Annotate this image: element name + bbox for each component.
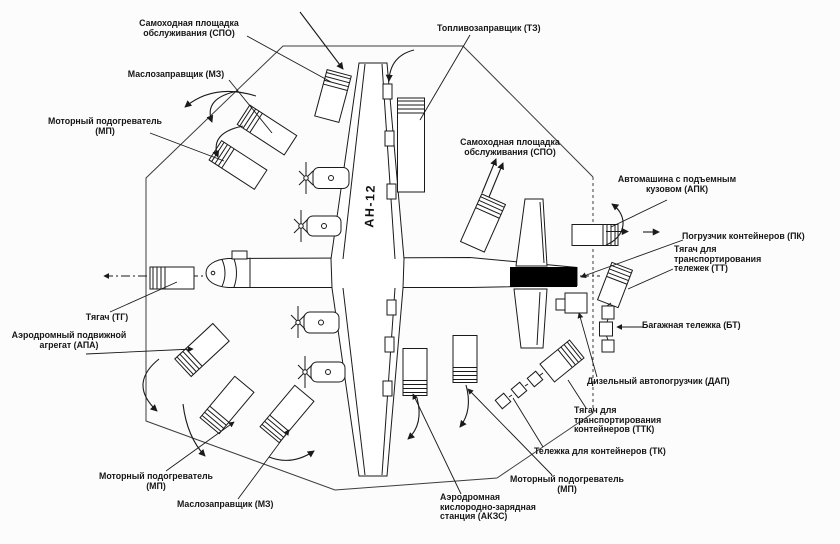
label-pk: Погрузчик контейнеров (ПК) <box>682 231 805 241</box>
label-spo-mid: Самоходная площадка обслуживания (СПО) <box>460 137 560 157</box>
label-dap: Дизельный автопогрузчик (ДАП) <box>587 376 730 386</box>
cargo-block <box>510 267 577 287</box>
fuselage-hatch <box>231 250 248 260</box>
elevator-line <box>539 201 545 264</box>
apa-ground-power-unit <box>174 322 230 378</box>
wing-spar-line <box>342 63 366 260</box>
label-mp-bottom-right: Моторный подогреватель (МП) <box>510 474 624 494</box>
fuel-truck-tz <box>397 97 425 193</box>
tractor-ttk <box>539 339 585 383</box>
heater-truck-mp-bottom <box>452 335 478 383</box>
label-mz-top: Маслозаправщик (МЗ) <box>127 69 225 79</box>
heater-truck-mp-top <box>208 139 268 191</box>
wing <box>330 62 405 477</box>
service-zone-boundary <box>145 45 594 491</box>
label-mp-left: Моторный подогреватель (МП) <box>48 116 162 136</box>
engine-nacelle-1 <box>298 162 350 194</box>
flap-fairing <box>384 336 395 353</box>
label-apa: Аэродромный подвижной агрегат (АПА) <box>11 330 127 350</box>
oil-truck-mz-bottom <box>259 384 315 444</box>
wing-spar-line <box>342 287 366 476</box>
tow-tractor-tg <box>149 266 195 290</box>
engine-nacelle-4 <box>297 356 346 388</box>
stabilizer-lower <box>513 288 548 349</box>
baggage-carts-bt <box>599 302 615 353</box>
label-tt: Тягач для транспортирования тележек (ТТ) <box>674 244 762 273</box>
ground-vehicles <box>149 68 634 444</box>
leader-lines <box>85 34 684 500</box>
oxygen-truck-akzs <box>402 348 428 396</box>
tractor-tt <box>596 261 634 309</box>
elevator-line <box>536 291 541 346</box>
label-tk: Тележка для контейнеров (ТК) <box>534 446 666 456</box>
movement-arrows <box>142 11 660 461</box>
heater-truck-mp-bl <box>199 375 255 435</box>
cockpit-frame-line <box>233 258 237 288</box>
wing-marking: АН-12 <box>362 184 378 228</box>
nose-light <box>210 270 216 276</box>
label-apk: Автомашина с подъемным кузовом (АПК) <box>617 174 737 194</box>
flap-fairing <box>382 380 393 397</box>
label-mz-bottom: Маслозаправщик (МЗ) <box>177 499 274 509</box>
engine-nacelle-3 <box>290 306 340 338</box>
oil-truck-mz-top <box>236 104 298 156</box>
platform-spo-mid <box>459 193 507 253</box>
stabilizer-upper <box>515 198 548 267</box>
label-mp-bottom-left: Моторный подогреватель (МП) <box>99 471 213 491</box>
container-trolleys-tk <box>494 370 544 410</box>
label-tg: Тягач (ТГ) <box>85 312 129 322</box>
engine-nacelle-2 <box>293 210 342 242</box>
lift-body-truck-apk <box>571 224 619 246</box>
label-akzs: Аэродромная кислородно-зарядная станция … <box>440 492 536 521</box>
label-tz: Топливозаправщик (ТЗ) <box>437 23 541 33</box>
forklift-dap <box>555 292 588 314</box>
label-ttk: Тягач для транспортирования контейнеров … <box>574 405 662 434</box>
flap-fairing <box>384 130 395 147</box>
platform-spo-top <box>314 68 352 124</box>
flap-fairing <box>386 299 397 316</box>
label-bt: Багажная тележка (БТ) <box>642 320 741 330</box>
aircraft: АН-12 <box>205 62 578 477</box>
flap-fairing <box>386 183 397 200</box>
label-spo-top: Самоходная площадка обслуживания (СПО) <box>139 18 239 38</box>
flap-fairing <box>382 83 393 100</box>
nose-glazing-line <box>221 259 226 287</box>
